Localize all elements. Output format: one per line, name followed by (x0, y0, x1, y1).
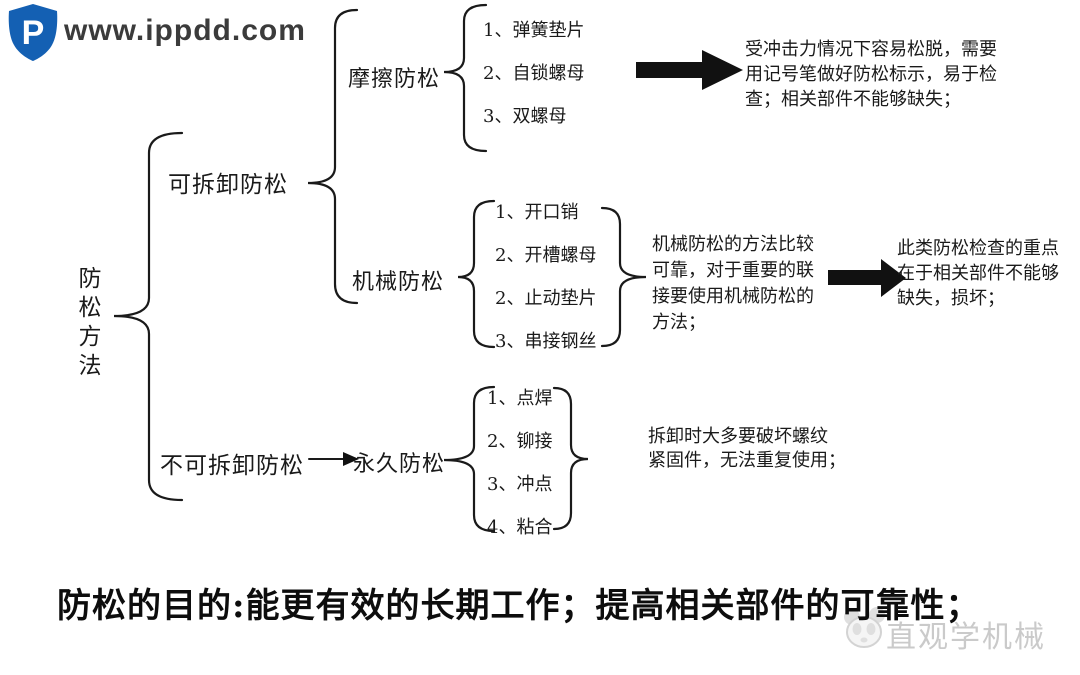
mechanical-items-brace-left (457, 199, 496, 349)
permanent-items-brace-right (552, 386, 589, 531)
friction-items-brace (443, 3, 488, 153)
mechanical-inspection-note: 此类防松检查的重点 在于相关部件不能够 缺失，损坏； (897, 238, 1059, 309)
node-removable: 可拆卸防松 (168, 172, 288, 198)
list-item: 2、止动垫片 (495, 288, 597, 309)
friction-note: 受冲击力情况下容易松脱，需要 用记号笔做好防松标示，易于检 查；相关部件不能够缺… (745, 39, 997, 110)
purpose-title: 防松的目的:能更有效的长期工作；提高相关部件的可靠性； (57, 586, 981, 626)
mechanical-note: 机械防松的方法比较 可靠，对于重要的联 接要使用机械防松的 方法； (652, 234, 814, 333)
node-non-removable: 不可拆卸防松 (160, 453, 304, 479)
panda-icon (844, 607, 885, 648)
friction-items-list: 1、弹簧垫片 2、自锁螺母 3、双螺母 (483, 20, 584, 128)
logo-url-text: www.ippdd.com (64, 14, 306, 47)
shield-p-logo-icon: P (8, 4, 58, 61)
permanent-note: 拆卸时大多要破坏螺纹 紧固件，无法重复使用； (648, 426, 846, 471)
main-brace (113, 131, 184, 502)
list-item: 1、开口销 (495, 202, 579, 223)
non-removable-arrow-head (343, 452, 359, 466)
removable-brace (307, 8, 359, 305)
mechanical-items-list: 1、开口销 2、开槽螺母 2、止动垫片 3、串接钢丝 (495, 202, 596, 353)
root-node-label: 防松方法 (74, 266, 100, 382)
list-item: 2、铆接 (487, 431, 553, 452)
list-item: 1、点焊 (487, 388, 553, 409)
friction-note-arrow (636, 50, 743, 90)
node-mechanical: 机械防松 (352, 270, 445, 295)
node-permanent: 永久防松 (353, 452, 446, 477)
permanent-items-list: 1、点焊 2、铆接 3、冲点 4、粘合 (487, 388, 552, 539)
svg-text:P: P (22, 14, 45, 52)
list-item: 3、冲点 (487, 474, 553, 495)
permanent-items-brace-left (443, 385, 496, 533)
list-item: 1、弹簧垫片 (483, 20, 585, 41)
list-item: 4、粘合 (487, 517, 553, 538)
list-item: 2、自锁螺母 (483, 63, 585, 84)
mechanical-note-arrow (828, 259, 906, 297)
list-item: 2、开槽螺母 (495, 245, 597, 266)
list-item: 3、串接钢丝 (495, 331, 597, 352)
mechanical-items-brace-right (600, 206, 647, 348)
watermark-text: 直观学机械 (886, 620, 1046, 655)
node-friction: 摩擦防松 (348, 67, 441, 92)
list-item: 3、双螺母 (483, 106, 567, 127)
